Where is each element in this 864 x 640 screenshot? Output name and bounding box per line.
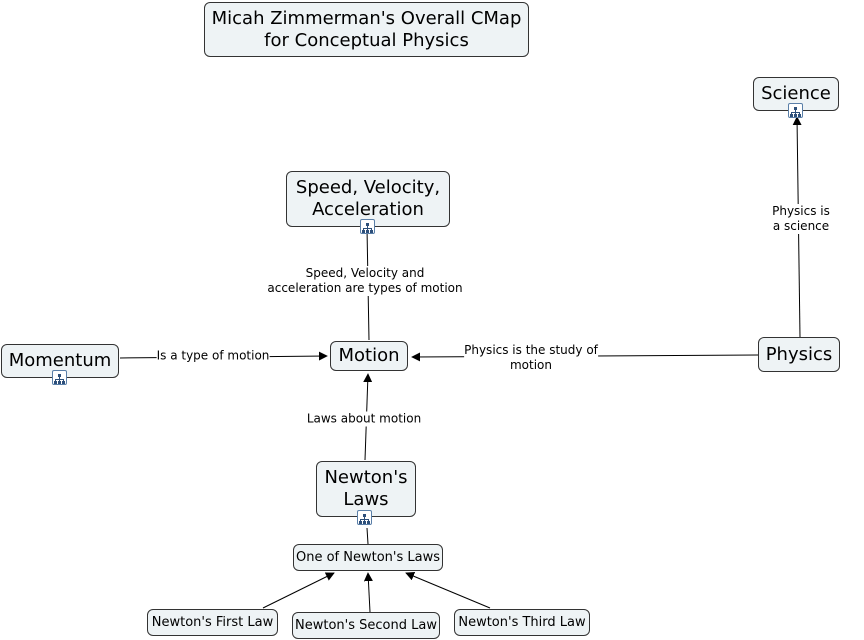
- link-physics-study-of-motion[interactable]: Physics is the study of motion: [464, 343, 598, 373]
- line-first-oneof: [262, 572, 335, 609]
- concept-map-icon[interactable]: [360, 219, 375, 234]
- concept-motion[interactable]: Motion: [330, 341, 408, 371]
- concept-map-icon[interactable]: [788, 103, 803, 118]
- concept-speed-velocity-acceleration[interactable]: Speed, Velocity, Acceleration: [286, 171, 450, 227]
- concept-map-icon[interactable]: [52, 370, 67, 385]
- concept-newtons-second-law[interactable]: Newton's Second Law: [292, 612, 440, 639]
- link-laws-about-motion[interactable]: Laws about motion: [306, 411, 422, 427]
- line-laws-oneof: [366, 527, 369, 545]
- concept-one-of-newtons-laws[interactable]: One of Newton's Laws: [293, 544, 443, 571]
- link-is-a-type-of-motion[interactable]: Is a type of motion: [156, 348, 270, 364]
- concept-physics[interactable]: Physics: [758, 337, 840, 372]
- link-speed-types-of-motion[interactable]: Speed, Velocity and acceleration are typ…: [267, 266, 463, 296]
- concept-map-icon[interactable]: [357, 510, 372, 525]
- line-third-oneof: [405, 571, 491, 609]
- concept-newtons-first-law[interactable]: Newton's First Law: [147, 609, 278, 636]
- concept-newtons-laws[interactable]: Newton's Laws: [316, 461, 416, 517]
- concept-newtons-third-law[interactable]: Newton's Third Law: [454, 609, 590, 636]
- line-second-oneof: [363, 572, 373, 613]
- map-title: Micah Zimmerman's Overall CMap for Conce…: [204, 2, 529, 57]
- link-physics-is-a-science[interactable]: Physics is a science: [769, 204, 833, 234]
